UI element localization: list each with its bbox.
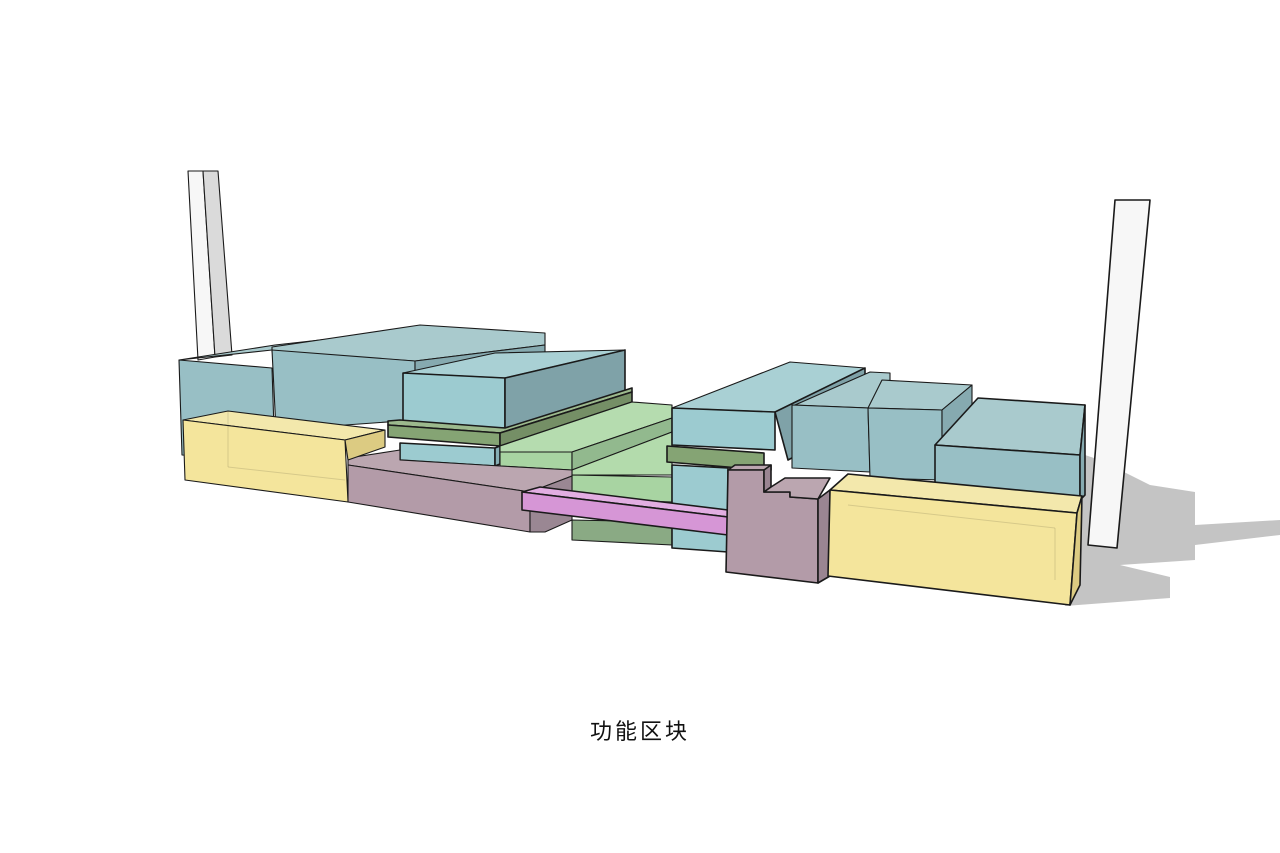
retail-block-left bbox=[182, 410, 386, 503]
office-block-right-2 bbox=[791, 371, 891, 473]
diagram-caption: 功能区块 bbox=[589, 720, 690, 745]
right-tower bbox=[1087, 199, 1151, 549]
left-tower bbox=[187, 170, 233, 361]
podium-right-stepped bbox=[725, 464, 831, 584]
office-block-right-4 bbox=[934, 397, 1086, 501]
green-band-left bbox=[387, 387, 633, 447]
retail-block-right bbox=[827, 473, 1083, 606]
